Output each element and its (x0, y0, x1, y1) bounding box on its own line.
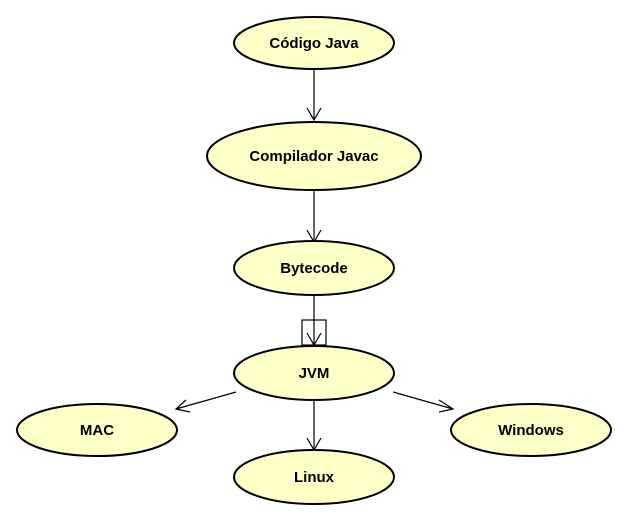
node-linux-label: Linux (294, 469, 335, 486)
arrowhead-jvm-to-mac (174, 399, 191, 413)
arrowhead-jvm-to-windows (438, 399, 455, 413)
node-codigo-java: Código Java (233, 16, 395, 70)
edges (174, 69, 455, 452)
node-windows-label: Windows (498, 422, 564, 439)
node-mac-label: MAC (80, 422, 114, 439)
edge-jvm-to-windows (392, 391, 454, 410)
node-mac: MAC (16, 403, 178, 457)
node-linux: Linux (233, 449, 395, 505)
node-compilador-javac: Compilador Javac (206, 121, 422, 191)
node-compilador-javac-label: Compilador Javac (249, 148, 378, 165)
edge-jvm-to-mac (175, 391, 237, 410)
node-windows: Windows (450, 403, 612, 457)
node-jvm-label: JVM (299, 365, 330, 382)
node-codigo-java-label: Código Java (269, 35, 359, 52)
node-bytecode: Bytecode (233, 240, 395, 296)
node-jvm: JVM (233, 345, 395, 401)
arrowhead-codigo-to-compilador (306, 107, 322, 122)
node-bytecode-label: Bytecode (280, 260, 348, 277)
